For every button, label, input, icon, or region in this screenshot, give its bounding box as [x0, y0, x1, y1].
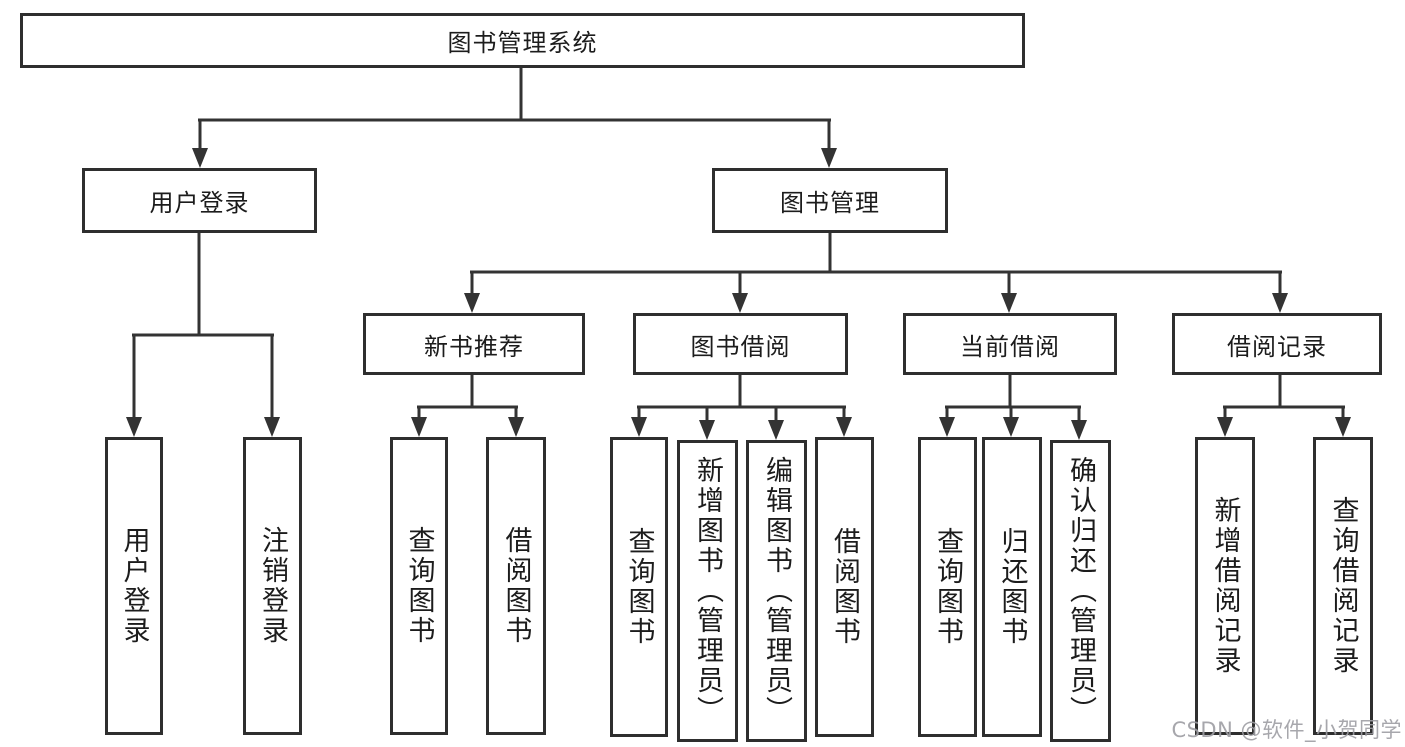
leaf-label: 用户登录	[118, 526, 150, 646]
leaf-bb-borrow-books: 借阅图书	[815, 437, 874, 737]
node-label: 新书推荐	[424, 332, 524, 361]
node-book-borrowing: 图书借阅	[633, 313, 848, 375]
leaf-label: 查询图书	[403, 526, 435, 646]
leaf-cb-confirm-return-admin: 确认归还（管理员）	[1050, 440, 1111, 742]
leaf-logout-login: 注销登录	[243, 437, 302, 735]
leaf-br-query-borrow-record: 查询借阅记录	[1313, 437, 1373, 735]
node-current-borrowing: 当前借阅	[903, 313, 1117, 375]
leaf-label: 借阅图书	[829, 527, 860, 647]
node-label: 图书管理	[780, 189, 880, 217]
node-label: 图书管理系统	[447, 29, 598, 57]
leaf-nb-query-books: 查询图书	[390, 437, 448, 735]
leaf-bb-query-books: 查询图书	[610, 437, 668, 737]
leaf-label: 新增图书（管理员）	[692, 456, 723, 726]
node-user-login: 用户登录	[82, 168, 317, 233]
leaf-bb-add-books-admin: 新增图书（管理员）	[677, 440, 738, 742]
node-book-management: 图书管理	[712, 168, 948, 233]
leaf-cb-query-books: 查询图书	[918, 437, 977, 737]
leaf-label: 借阅图书	[500, 526, 532, 646]
csdn-watermark: CSDN @软件_小贺同学	[1171, 718, 1402, 742]
leaf-br-add-borrow-record: 新增借阅记录	[1195, 437, 1255, 735]
leaf-label: 注销登录	[257, 526, 288, 646]
node-label: 当前借阅	[960, 332, 1060, 361]
node-label: 用户登录	[149, 189, 250, 217]
node-borrowing-records: 借阅记录	[1172, 313, 1382, 375]
leaf-label: 新增借阅记录	[1209, 496, 1241, 676]
leaf-label: 查询图书	[932, 527, 963, 647]
leaf-bb-edit-books-admin: 编辑图书（管理员）	[746, 440, 807, 742]
leaf-label: 确认归还（管理员）	[1065, 456, 1096, 726]
leaf-label: 查询图书	[623, 527, 655, 647]
leaf-label: 归还图书	[996, 527, 1028, 647]
leaf-label: 查询借阅记录	[1327, 496, 1359, 676]
node-label: 图书借阅	[690, 332, 791, 361]
node-label: 借阅记录	[1227, 332, 1327, 361]
leaf-cb-return-books: 归还图书	[982, 437, 1042, 737]
leaf-label: 编辑图书（管理员）	[761, 456, 792, 726]
node-library-system: 图书管理系统	[20, 13, 1025, 68]
node-new-book-recommendation: 新书推荐	[363, 313, 585, 375]
leaf-nb-borrow-books: 借阅图书	[486, 437, 546, 735]
leaf-user-login: 用户登录	[105, 437, 163, 735]
